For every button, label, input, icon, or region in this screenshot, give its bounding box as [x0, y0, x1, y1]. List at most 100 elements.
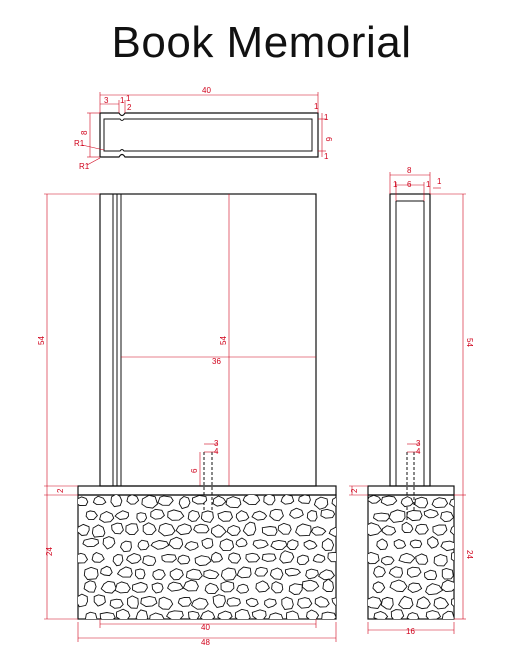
- cobblestone: [297, 597, 313, 609]
- front-base-cap: [77, 485, 337, 496]
- dim-side-base-width: 16: [406, 627, 415, 636]
- cobblestone: [271, 581, 284, 594]
- cobblestone: [306, 609, 320, 619]
- cobblestone: [296, 554, 310, 566]
- cobblestone: [140, 595, 158, 607]
- cobblestone: [441, 568, 454, 580]
- cobblestone: [212, 594, 226, 609]
- cobblestone: [136, 512, 148, 523]
- cobblestone: [83, 580, 97, 593]
- cobblestone: [414, 496, 429, 509]
- dim-side-left-gap: 1: [393, 180, 398, 189]
- cobblestone: [314, 596, 330, 608]
- cobblestone: [368, 551, 380, 565]
- cobblestone: [132, 581, 148, 593]
- cobblestone: [440, 511, 454, 523]
- cobblestone: [135, 568, 146, 580]
- dim-top-gap-b: 2: [127, 103, 132, 112]
- dim-front-pin-a: 3: [214, 439, 219, 448]
- dim-side-height: 54: [465, 338, 474, 347]
- cobblestone: [178, 495, 191, 510]
- cobblestone: [261, 526, 278, 536]
- dim-front-base-top: 2: [56, 488, 65, 493]
- cobblestone: [373, 565, 386, 578]
- cobblestone: [286, 539, 299, 550]
- dim-top-depth: 8: [80, 130, 89, 135]
- dim-side-base-height: 24: [465, 550, 474, 559]
- cobblestone: [312, 553, 326, 563]
- cobblestone: [289, 507, 304, 519]
- cobblestone: [425, 583, 444, 596]
- dim-front-inner-height: 54: [219, 336, 228, 345]
- cobblestone: [432, 524, 448, 536]
- cobblestone: [388, 509, 406, 523]
- dim-front-pin-depth: 6: [190, 468, 199, 473]
- cobblestone: [93, 594, 106, 607]
- cobblestone: [398, 552, 416, 564]
- cobblestone: [431, 497, 449, 509]
- dim-top-right-top: 1: [314, 102, 319, 111]
- cobblestone: [100, 580, 117, 594]
- cobblestone: [380, 596, 394, 610]
- cobblestone: [83, 566, 99, 580]
- cobblestone: [255, 580, 270, 593]
- cobblestone: [373, 611, 389, 619]
- cobblestone: [398, 595, 414, 610]
- top-view: 40 3 1 2 1 8 R1 R1 1 1 6 1: [74, 86, 333, 171]
- cobblestone: [380, 556, 395, 566]
- cobblestone: [193, 523, 210, 534]
- cobblestone: [226, 525, 241, 536]
- dim-top-right-depth: 6: [324, 137, 333, 142]
- cobblestone: [203, 569, 220, 579]
- cobblestone: [225, 496, 242, 509]
- cobblestone: [150, 540, 170, 550]
- cobblestone: [99, 510, 115, 523]
- cobblestone: [406, 566, 422, 578]
- cobblestone: [277, 522, 292, 535]
- cobblestone: [440, 540, 454, 552]
- cobblestone: [322, 578, 334, 592]
- cobblestone: [321, 611, 336, 619]
- dim-top-radius-b: R1: [79, 162, 90, 171]
- cobblestone: [328, 526, 336, 537]
- cobblestone: [199, 610, 216, 619]
- cobblestone: [425, 610, 442, 619]
- cobblestone: [111, 522, 124, 535]
- cobblestone: [327, 551, 336, 563]
- cobblestone: [110, 495, 123, 508]
- cobblestone: [414, 523, 429, 535]
- cobblestone: [177, 597, 192, 607]
- cobblestone: [269, 567, 284, 580]
- top-view-outline: [99, 112, 319, 158]
- cobblestone: [268, 612, 284, 619]
- dim-side-top-width: 8: [407, 166, 412, 175]
- cobblestone: [191, 597, 209, 610]
- cobblestone: [331, 496, 336, 508]
- cobblestone: [245, 552, 261, 563]
- cobblestone: [242, 521, 257, 537]
- cobblestone: [303, 539, 318, 550]
- cobblestone: [78, 552, 89, 564]
- cobblestone: [400, 496, 414, 508]
- cobblestone: [157, 495, 174, 506]
- cobblestone: [158, 522, 176, 537]
- cobblestone: [192, 495, 208, 505]
- top-view-inner: [103, 118, 313, 152]
- cobblestone: [177, 554, 191, 565]
- cobblestone: [423, 509, 439, 519]
- cobblestone: [78, 593, 88, 608]
- cobblestone: [310, 526, 327, 536]
- cobblestone: [252, 539, 269, 549]
- cobblestone: [393, 539, 407, 549]
- cobblestone: [368, 495, 382, 504]
- cobblestone: [317, 569, 335, 581]
- cobblestone: [82, 537, 99, 548]
- cobblestone: [119, 540, 132, 553]
- dim-front-pin-b: 4: [214, 447, 219, 456]
- cobblestone: [306, 510, 318, 522]
- cobblestone: [381, 525, 397, 536]
- cobblestone: [251, 609, 267, 619]
- dim-top-width: 40: [202, 86, 211, 95]
- cobblestone: [305, 568, 319, 580]
- cobblestone: [320, 508, 336, 519]
